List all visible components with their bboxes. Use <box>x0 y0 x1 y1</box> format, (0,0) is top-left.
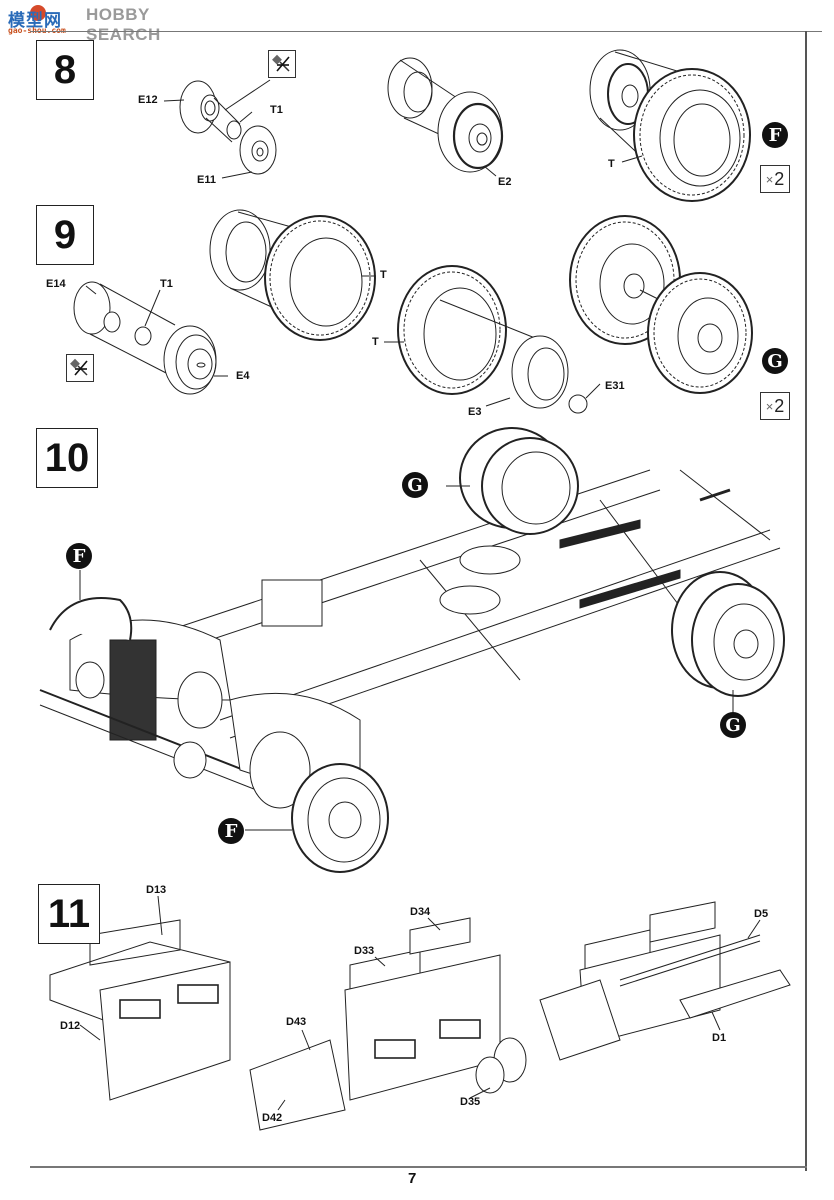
quantity-box-step9: ×2 <box>760 392 790 420</box>
step9-wheel-tire-center <box>397 265 588 414</box>
no-glue-icon <box>66 354 94 382</box>
watermark-brand-cn: 模型网 <box>8 11 62 31</box>
step9-hub-assembly <box>73 281 217 395</box>
step-number-10: 10 <box>36 428 98 488</box>
part-label-e14: E14 <box>46 278 66 290</box>
quantity-multiplier-icon: × <box>765 171 774 187</box>
bottom-rule <box>30 1166 807 1168</box>
part-label-e11: E11 <box>197 174 216 186</box>
callout-badge-f-bottom: F <box>218 818 244 844</box>
quantity-value: 2 <box>774 168 785 189</box>
part-label-e3: E3 <box>468 406 482 418</box>
part-label-e2: E2 <box>498 176 512 188</box>
quantity-box-step8: ×2 <box>760 165 790 193</box>
step11-engine-right <box>539 901 791 1061</box>
right-frame-line <box>805 31 807 1171</box>
part-label-t: T <box>372 336 379 348</box>
part-label-d12: D12 <box>60 1020 81 1032</box>
subassembly-badge-f: F <box>762 122 788 148</box>
step8-wheel-e2 <box>387 57 504 173</box>
step10-front-tire-left <box>49 597 133 641</box>
step11-block-d12 <box>49 919 231 1101</box>
step9-wheel-tire-left <box>209 209 376 341</box>
page-number: 7 <box>408 1170 417 1187</box>
part-label-t: T <box>380 269 387 281</box>
part-label-d43: D43 <box>286 1016 307 1028</box>
quantity-multiplier-icon: × <box>765 398 774 414</box>
callout-badge-g-bottom: G <box>720 712 746 738</box>
part-label-d35: D35 <box>460 1096 481 1108</box>
quantity-value: 2 <box>774 395 785 416</box>
part-label-d34: D34 <box>410 906 431 918</box>
callout-badge-g-top: G <box>402 472 428 498</box>
part-label-t1: T1 <box>270 104 283 116</box>
part-label-d5: D5 <box>754 908 769 920</box>
step10-chassis <box>39 469 781 816</box>
part-label-d42: D42 <box>262 1112 283 1124</box>
step9-wheel-tire-right <box>569 215 753 394</box>
step-number-8: 8 <box>36 40 94 100</box>
part-label-t: T <box>608 158 615 170</box>
part-label-d1: D1 <box>712 1032 727 1044</box>
part-label-d33: D33 <box>354 945 375 957</box>
part-label-e12: E12 <box>138 94 158 106</box>
step-number-11: 11 <box>38 884 100 944</box>
part-label-e31: E31 <box>605 380 625 392</box>
watermark-brand-en: HOBBY SEARCH <box>86 5 161 44</box>
watermark: 模型网 HOBBY SEARCH gao-shou.com <box>4 2 204 44</box>
step8-wheel-tire-f <box>589 49 751 202</box>
watermark-url: gao-shou.com <box>8 26 66 35</box>
step10-rear-tire-bottom <box>671 571 785 697</box>
callout-badge-f-left: F <box>66 543 92 569</box>
top-rule <box>30 31 822 32</box>
step8-hub-assembly <box>179 79 277 175</box>
watermark-logo-icon <box>30 5 46 21</box>
part-label-d13: D13 <box>146 884 167 896</box>
part-label-e4: E4 <box>236 370 250 382</box>
step10-front-tire-right <box>291 763 389 873</box>
no-glue-icon <box>268 50 296 78</box>
step-number-9: 9 <box>36 205 94 265</box>
part-label-t1: T1 <box>160 278 173 290</box>
subassembly-badge-g: G <box>762 348 788 374</box>
step10-rear-tire-top <box>459 427 579 535</box>
